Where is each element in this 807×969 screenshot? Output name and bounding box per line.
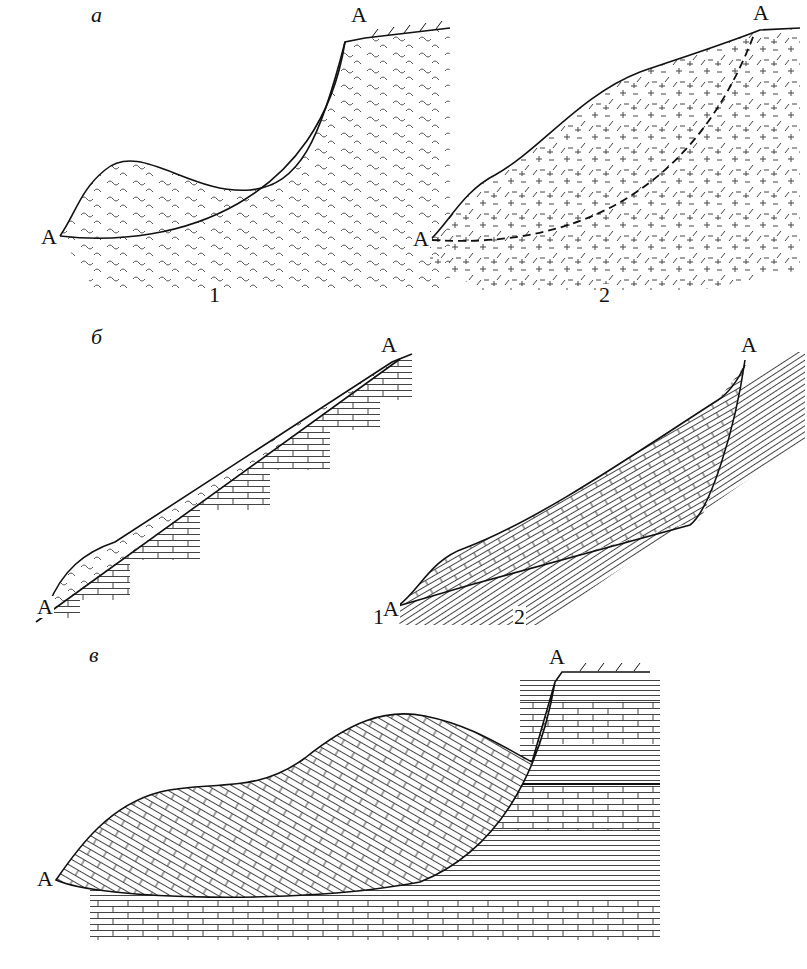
point-marker: А — [40, 226, 58, 248]
point-marker: А — [36, 868, 54, 890]
point-marker: А — [36, 596, 54, 618]
point-marker: А — [382, 598, 400, 620]
panel-letter: б — [90, 326, 103, 348]
point-marker: А — [380, 334, 398, 356]
figure-number: 2 — [598, 284, 611, 306]
point-marker: А — [412, 228, 430, 250]
point-marker: А — [752, 2, 770, 24]
figure-number: 1 — [208, 284, 221, 306]
panel-letter: в — [88, 644, 100, 666]
panel-letter: а — [90, 4, 103, 26]
figure-number: 2 — [513, 606, 526, 628]
point-marker: А — [350, 4, 368, 26]
point-marker: А — [548, 646, 566, 668]
point-marker: А — [740, 334, 758, 356]
